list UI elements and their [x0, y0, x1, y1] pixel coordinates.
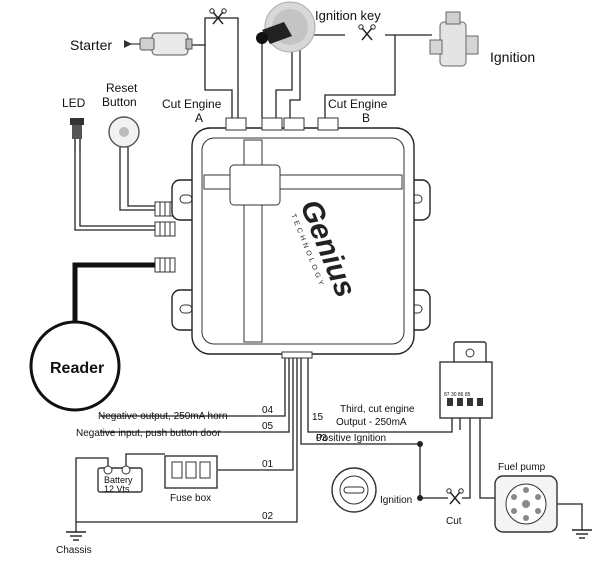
pump-ground-icon	[572, 529, 592, 539]
junction-dot	[417, 441, 423, 447]
negative-input-label: Negative input, push button door	[76, 428, 221, 439]
ignition-switch-label: Ignition	[380, 495, 412, 506]
ignition-cut-scissors-icon	[358, 24, 376, 41]
chassis-label: Chassis	[56, 545, 92, 556]
pump-ground-wire	[557, 503, 583, 530]
relay-pins-label: 87 30 86 85	[444, 392, 471, 398]
wire-15	[307, 358, 453, 433]
fuel-pump-label: Fuel pump	[498, 462, 546, 473]
led-wire-2	[79, 152, 155, 227]
third-cut-label-line2: Output - 250mA	[336, 417, 407, 428]
left-connector-3	[154, 257, 176, 273]
ignition-key-wire-a	[204, 45, 233, 118]
starter-wire-cut-a	[228, 17, 239, 118]
negative-output-label: Negative output, 250mA horn	[98, 411, 228, 422]
third-cut-label-line1: Third, cut engine	[340, 404, 415, 415]
cut-label: Cut	[446, 516, 462, 527]
starter-wire	[190, 17, 228, 46]
reset-button-label-line1: Reset	[106, 81, 138, 95]
reader-label: Reader	[50, 360, 104, 377]
reader-icon	[29, 320, 121, 412]
ignition-coil-icon	[429, 11, 479, 67]
cut-b-wire	[324, 35, 396, 118]
starter-label: Starter	[70, 37, 112, 53]
reset-wire-1	[119, 147, 155, 211]
wire-01	[218, 358, 294, 471]
starter-motor-icon	[124, 32, 193, 56]
ignition-label: Ignition	[490, 49, 535, 65]
wire-05	[100, 358, 290, 433]
battery-icon	[97, 465, 143, 493]
led-icon	[70, 118, 84, 152]
fuse-box-label: Fuse box	[170, 493, 211, 504]
cut-engine-b-letter: B	[362, 111, 370, 125]
control-module	[171, 117, 431, 359]
wire-02-label: 02	[262, 511, 274, 522]
ignition-switch-icon	[331, 467, 377, 513]
relay-to-pump-wire	[479, 418, 495, 499]
wire-03-label: 03	[316, 433, 328, 444]
left-connector-2	[154, 221, 176, 237]
cut-wire	[420, 478, 471, 499]
reset-button-label-line2: Button	[102, 95, 137, 109]
wire-15-label: 15	[312, 412, 324, 423]
starter-cut-scissors-icon	[209, 8, 227, 25]
wire-05-label: 05	[262, 421, 274, 432]
battery-right-wire	[125, 453, 165, 468]
led-label: LED	[62, 96, 86, 110]
chassis-ground-icon	[66, 522, 86, 541]
reset-button-icon	[108, 116, 140, 148]
fuel-cut-scissors-icon	[446, 488, 464, 505]
ignition-key-icon	[256, 1, 316, 53]
ignition-key-label: Ignition key	[315, 8, 381, 23]
battery-label-line1: Battery	[104, 475, 133, 485]
fuel-pump-icon	[494, 475, 558, 533]
cut-b-wire-2	[289, 48, 301, 118]
key-to-cut-b	[275, 48, 293, 118]
reset-wire-2	[127, 147, 155, 207]
left-connector-1	[154, 201, 176, 217]
relay-icon	[439, 341, 493, 419]
battery-label-line2: 12 Vts	[104, 484, 130, 494]
led-wire-1	[74, 152, 155, 231]
battery-left-wire	[75, 457, 109, 522]
wire-03	[300, 358, 421, 498]
positive-ignition-label: Positive Ignition	[316, 433, 386, 444]
wire-04	[100, 358, 286, 417]
reader-cable	[72, 262, 155, 325]
cut-engine-b-label: Cut Engine	[328, 97, 388, 111]
fuse-box-icon	[164, 455, 218, 489]
wire-01-label: 01	[262, 459, 274, 470]
cut-engine-a-letter: A	[195, 111, 203, 125]
wire-02	[76, 358, 298, 523]
wire-04-label: 04	[262, 405, 274, 416]
cut-engine-a-label: Cut Engine	[162, 97, 222, 111]
